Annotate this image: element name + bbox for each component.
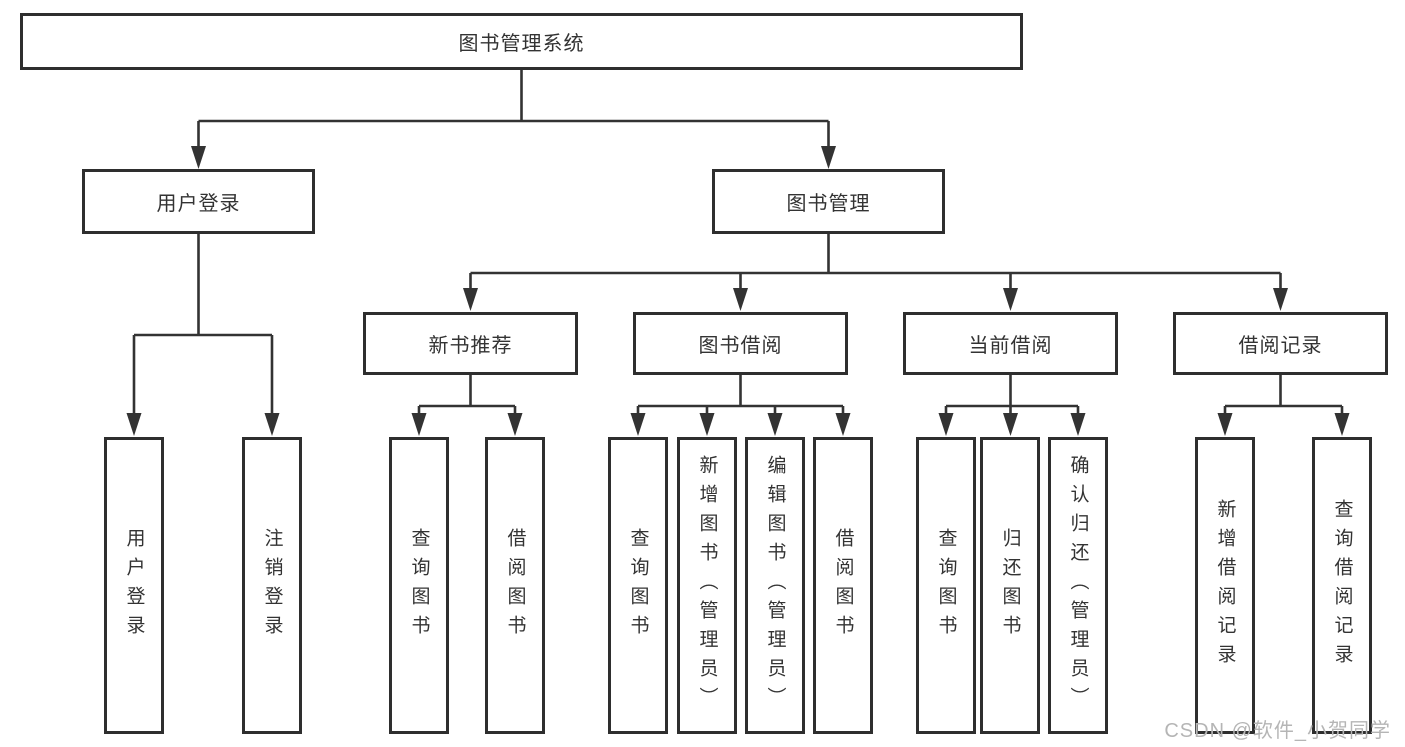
connector-user-login-branch	[126, 234, 280, 436]
node-cb-return-books: 归还图书	[980, 437, 1040, 734]
node-root-label: 图书管理系统	[458, 33, 585, 55]
node-bb-borrow-books: 借阅图书	[813, 437, 873, 734]
node-br-query-record: 查询借阅记录	[1312, 437, 1372, 734]
node-book-management-label: 图书管理	[786, 193, 871, 215]
node-nb-borrow-books-label: 借阅图书	[504, 527, 526, 644]
node-new-book-rec: 新书推荐	[363, 312, 578, 375]
node-br-add-record: 新增借阅记录	[1195, 437, 1255, 734]
node-br-add-record-label: 新增借阅记录	[1214, 498, 1236, 673]
connector-root-to-level2	[191, 69, 836, 169]
node-logout-leaf-label: 注销登录	[261, 527, 283, 644]
node-cb-confirm-return: 确认归还（管理员）	[1048, 437, 1108, 734]
node-current-borrow: 当前借阅	[903, 312, 1118, 375]
node-nb-borrow-books: 借阅图书	[485, 437, 545, 734]
connector-borrow-records-branch	[1217, 375, 1350, 436]
node-br-query-record-label: 查询借阅记录	[1331, 498, 1353, 673]
node-bb-add-books-label: 新增图书（管理员）	[696, 455, 718, 716]
node-bb-edit-books: 编辑图书（管理员）	[745, 437, 805, 734]
node-new-book-rec-label: 新书推荐	[428, 335, 513, 357]
node-book-borrow: 图书借阅	[633, 312, 848, 375]
node-book-borrow-label: 图书借阅	[698, 335, 783, 357]
node-cb-query-books: 查询图书	[916, 437, 976, 734]
node-root: 图书管理系统	[20, 13, 1023, 70]
node-user-login: 用户登录	[82, 169, 315, 234]
node-user-login-leaf: 用户登录	[104, 437, 164, 734]
node-bb-edit-books-label: 编辑图书（管理员）	[764, 455, 786, 716]
connector-book-management-branch	[463, 234, 1288, 311]
node-current-borrow-label: 当前借阅	[968, 335, 1053, 357]
connector-book-borrow-branch	[630, 375, 851, 436]
node-bb-add-books: 新增图书（管理员）	[677, 437, 737, 734]
node-cb-return-books-label: 归还图书	[999, 527, 1021, 644]
node-nb-query-books: 查询图书	[389, 437, 449, 734]
node-borrow-records: 借阅记录	[1173, 312, 1388, 375]
node-book-management: 图书管理	[712, 169, 945, 234]
node-user-login-label: 用户登录	[156, 193, 241, 215]
node-bb-query-books-label: 查询图书	[627, 527, 649, 644]
node-cb-confirm-return-label: 确认归还（管理员）	[1067, 455, 1089, 716]
csdn-watermark: CSDN @软件_小贺同学	[1164, 720, 1391, 742]
node-logout-leaf: 注销登录	[242, 437, 302, 734]
node-cb-query-books-label: 查询图书	[935, 527, 957, 644]
node-nb-query-books-label: 查询图书	[408, 527, 430, 644]
connector-current-borrow-branch	[938, 375, 1086, 436]
node-bb-query-books: 查询图书	[608, 437, 668, 734]
node-user-login-leaf-label: 用户登录	[123, 527, 145, 644]
node-bb-borrow-books-label: 借阅图书	[832, 527, 854, 644]
connector-new-book-rec-branch	[411, 375, 523, 436]
node-borrow-records-label: 借阅记录	[1238, 335, 1323, 357]
